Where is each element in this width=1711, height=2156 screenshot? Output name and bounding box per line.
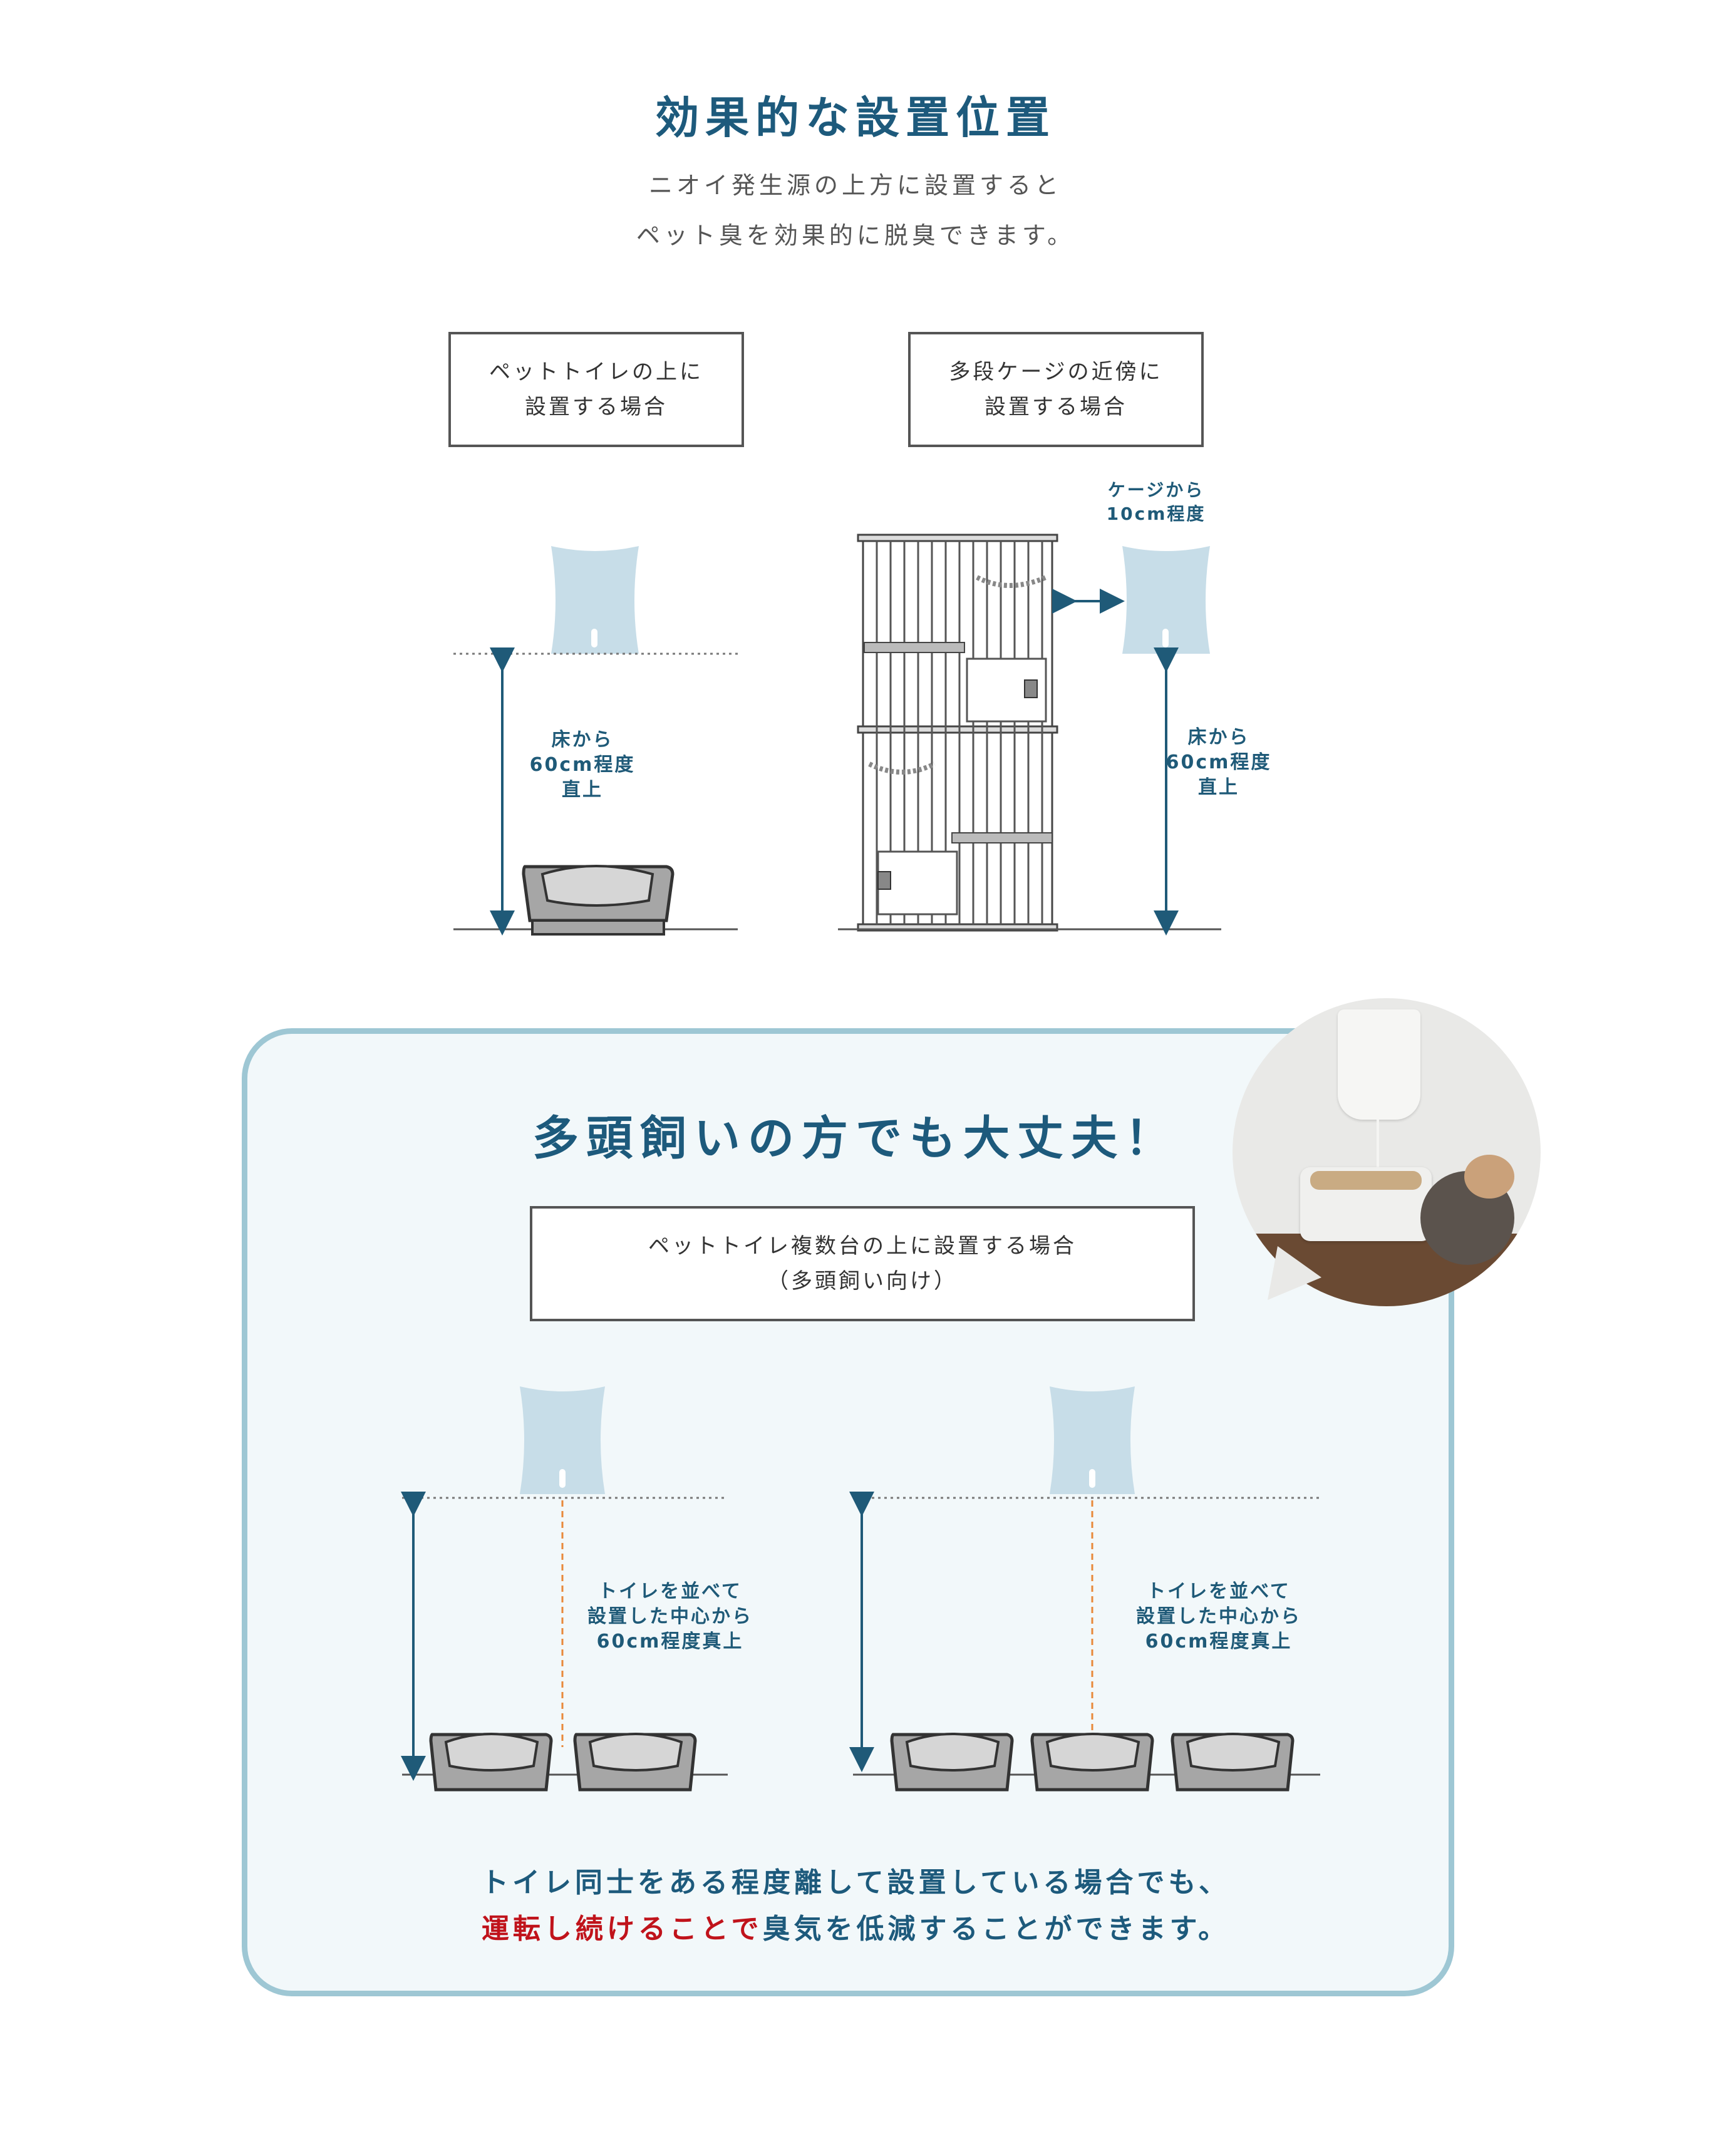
cage-case-label-line-1: 多段ケージの近傍に <box>949 359 1163 384</box>
cage-gap-line-2: 10cm程度 <box>1106 503 1206 524</box>
deodorizer-icon <box>1122 546 1210 654</box>
multi-case-label: ペットトイレ複数台の上に設置する場合 （多頭飼い向け） <box>530 1206 1195 1321</box>
cage-gap-line-1: ケージから <box>1107 480 1205 500</box>
two-litter-note: トイレを並べて 設置した中心から 60cm程度真上 <box>557 1579 783 1654</box>
litter-box-icon <box>429 1733 553 1792</box>
three-litter-note-line-2: 設置した中心から <box>1136 1606 1301 1627</box>
multi-case-label-line-2: （多頭飼い向け） <box>767 1269 958 1294</box>
litter-height-note: 床から 60cm程度 直上 <box>514 728 651 803</box>
litter-box-icon <box>890 1733 1014 1792</box>
multi-pet-title: 多頭飼いの方でも大丈夫！ <box>532 1112 1179 1165</box>
three-litter-note: トイレを並べて 設置した中心から 60cm程度真上 <box>1106 1579 1331 1654</box>
closing-line-2: 運転し続けることで臭気を低減することができます。 <box>0 1906 1711 1952</box>
litter-diagram <box>453 546 738 936</box>
three-litter-note-line-3: 60cm程度真上 <box>1145 1631 1293 1653</box>
litter-case-label: ペットトイレの上に 設置する場合 <box>448 332 744 447</box>
three-litter-diagram <box>849 1386 1320 1792</box>
litter-box-icon <box>573 1733 697 1792</box>
litter-case-label-line-2: 設置する場合 <box>525 395 668 420</box>
litter-box-icon <box>1030 1733 1154 1792</box>
closing-highlight: 運転し続けることで <box>481 1913 763 1945</box>
two-litter-note-line-3: 60cm程度真上 <box>596 1631 744 1653</box>
deodorizer-icon <box>520 1386 605 1494</box>
cage-note-line-3: 直上 <box>1198 776 1239 798</box>
intro-line-1: ニオイ発生源の上方に設置すると <box>648 172 1062 199</box>
litter-box-icon <box>522 865 675 936</box>
photo-cat-light <box>1464 1155 1514 1199</box>
two-litter-note-line-2: 設置した中心から <box>587 1606 753 1627</box>
litter-note-line-3: 直上 <box>562 779 603 801</box>
cage-case-label-line-2: 設置する場合 <box>984 395 1127 420</box>
multi-case-label-line-1: ペットトイレ複数台の上に設置する場合 <box>648 1234 1077 1259</box>
cage-diagram <box>838 534 1221 936</box>
litter-note-line-1: 床から <box>551 729 614 751</box>
photo-deodorizer <box>1338 1009 1420 1120</box>
closing-rest: 臭気を低減することができます。 <box>762 1913 1230 1945</box>
cage-gap-note: ケージから 10cm程度 <box>1081 478 1231 526</box>
cage-case-label: 多段ケージの近傍に 設置する場合 <box>908 332 1204 447</box>
closing-line-1: トイレ同士をある程度離して設置している場合でも、 <box>480 1867 1231 1899</box>
intro-line-2: ペット臭を効果的に脱臭できます。 <box>636 222 1075 249</box>
cage-note-line-2: 60cm程度 <box>1166 751 1272 773</box>
litter-note-line-2: 60cm程度 <box>529 754 636 776</box>
litter-case-label-line-1: ペットトイレの上に <box>489 359 703 384</box>
two-litter-note-line-1: トイレを並べて <box>598 1581 742 1602</box>
two-litter-diagram <box>401 1386 728 1792</box>
three-litter-note-line-1: トイレを並べて <box>1147 1581 1291 1602</box>
cage-height-note: 床から 60cm程度 直上 <box>1150 725 1288 800</box>
page-title: 効果的な設置位置 <box>655 92 1056 143</box>
deodorizer-icon <box>551 546 639 654</box>
litter-box-icon <box>1171 1733 1295 1792</box>
deodorizer-icon <box>1050 1386 1135 1494</box>
cage-note-line-1: 床から <box>1187 726 1250 748</box>
